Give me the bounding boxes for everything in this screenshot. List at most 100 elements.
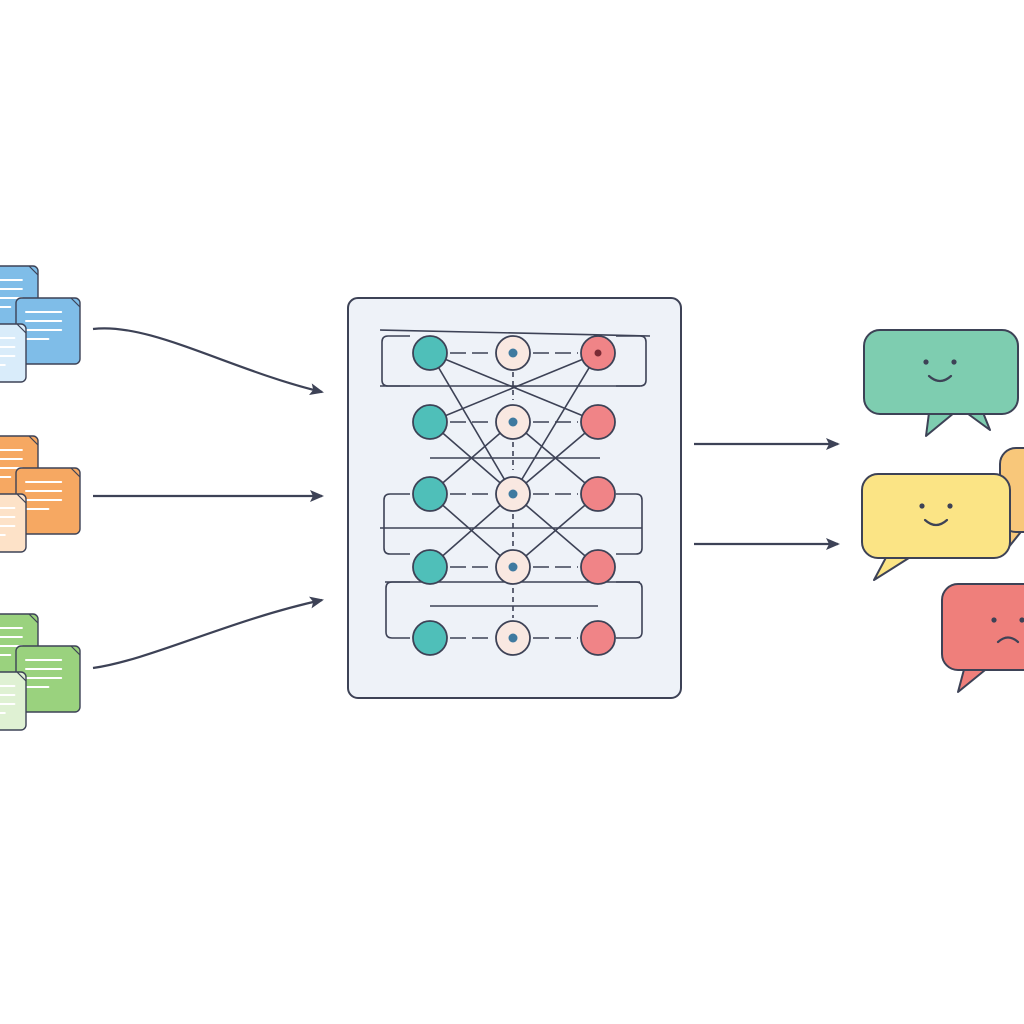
blue-documents-front-card (15, 297, 81, 365)
eye-left (923, 359, 929, 365)
mouth (996, 636, 1020, 644)
mouth (923, 518, 949, 527)
blue-documents-back-card-text-lines (0, 279, 23, 308)
node-teal-circle (412, 549, 448, 585)
network-edges (429, 352, 599, 568)
network-edge (429, 493, 514, 568)
network-edge (429, 352, 514, 495)
bracket-right-mid (616, 493, 643, 555)
eye-left (919, 503, 925, 509)
arrow-blue-to-model (92, 327, 324, 396)
node-cream (495, 549, 531, 585)
node-center-dot (508, 417, 518, 427)
node-red (580, 549, 616, 585)
orange-documents-light-card-fold (16, 493, 27, 504)
input-arrows (92, 327, 324, 670)
orange-documents (0, 435, 81, 553)
network-nodes (412, 335, 616, 656)
blue-documents-front-card-text-lines (25, 311, 63, 340)
network-edge (429, 421, 514, 495)
connector-rail (379, 329, 651, 337)
blue-documents-light-card-fold (16, 323, 27, 334)
green-documents-light-card-sheet (0, 671, 27, 731)
node-teal-circle (412, 476, 448, 512)
node-teal-circle (412, 404, 448, 440)
node-cream (495, 476, 531, 512)
bracket-left-bottom (385, 581, 410, 639)
smile-icon (919, 503, 953, 527)
bracket-right-top (616, 335, 647, 387)
node-teal (412, 476, 448, 512)
node-red (580, 404, 616, 440)
positive-bubble (863, 329, 1019, 437)
mouth (927, 374, 953, 383)
network-edge (512, 421, 599, 495)
eye-left (991, 617, 997, 623)
node-red (580, 476, 616, 512)
node-teal (412, 620, 448, 656)
smile-icon (923, 359, 957, 383)
negative-bubble (941, 583, 1024, 693)
output-arrows (694, 438, 840, 550)
green-documents-front-card-text-lines (25, 659, 63, 688)
green-documents-front-card (15, 645, 81, 713)
orange-documents-front-card-text-lines (25, 481, 63, 510)
green-documents-back-card-text-lines (0, 627, 23, 656)
positive-bubble-body (863, 329, 1019, 415)
node-red (580, 620, 616, 656)
node-teal-circle (412, 335, 448, 371)
node-center-dot (508, 348, 518, 358)
network-edge (512, 493, 599, 568)
node-red-circle (580, 620, 616, 656)
bracket-left-mid (383, 493, 410, 555)
orange-documents-front-card (15, 467, 81, 535)
orange-documents-light-card-text-lines (0, 507, 16, 536)
blue-documents (0, 265, 81, 383)
node-center-dot (508, 633, 518, 643)
blue-documents-front-card-fold (70, 297, 81, 308)
node-teal (412, 404, 448, 440)
green-documents (0, 613, 81, 731)
node-teal (412, 335, 448, 371)
input-documents (0, 265, 81, 731)
node-center-dot (508, 562, 518, 572)
orange-documents-light-card-sheet (0, 493, 27, 553)
neutral-bubble-body (861, 473, 1011, 559)
orange-documents-light-card (0, 493, 27, 553)
node-cream (495, 620, 531, 656)
node-center-dot (508, 489, 518, 499)
orange-documents-back-card-fold (28, 435, 39, 446)
green-documents-back-card-fold (28, 613, 39, 624)
green-documents-light-card-text-lines (0, 685, 16, 714)
network-edge (429, 352, 599, 423)
bracket-left-top (381, 335, 410, 387)
eye-right (951, 359, 957, 365)
bracket-right-bottom (616, 581, 643, 639)
orange-documents-front-card-fold (70, 467, 81, 478)
blue-documents-light-card-sheet (0, 323, 27, 383)
arrow-green-to-model (92, 596, 324, 670)
eye-right (1019, 617, 1024, 623)
node-teal-circle (412, 620, 448, 656)
network-edge (512, 352, 599, 495)
eye-right (947, 503, 953, 509)
negative-bubble-body (941, 583, 1024, 671)
blue-documents-light-card (0, 323, 27, 383)
green-documents-light-card-fold (16, 671, 27, 682)
node-red-circle (580, 549, 616, 585)
node-cream (495, 335, 531, 371)
output-sentiments (861, 329, 1024, 693)
frown-icon (991, 617, 1024, 644)
node-red-circle (580, 404, 616, 440)
blue-documents-back-card-fold (28, 265, 39, 276)
node-center-dot (594, 349, 602, 357)
model-panel (347, 297, 682, 699)
orange-documents-back-card-text-lines (0, 449, 23, 478)
node-red (580, 335, 616, 371)
node-teal (412, 549, 448, 585)
node-red-circle (580, 476, 616, 512)
node-cream (495, 404, 531, 440)
green-documents-front-card-fold (70, 645, 81, 656)
